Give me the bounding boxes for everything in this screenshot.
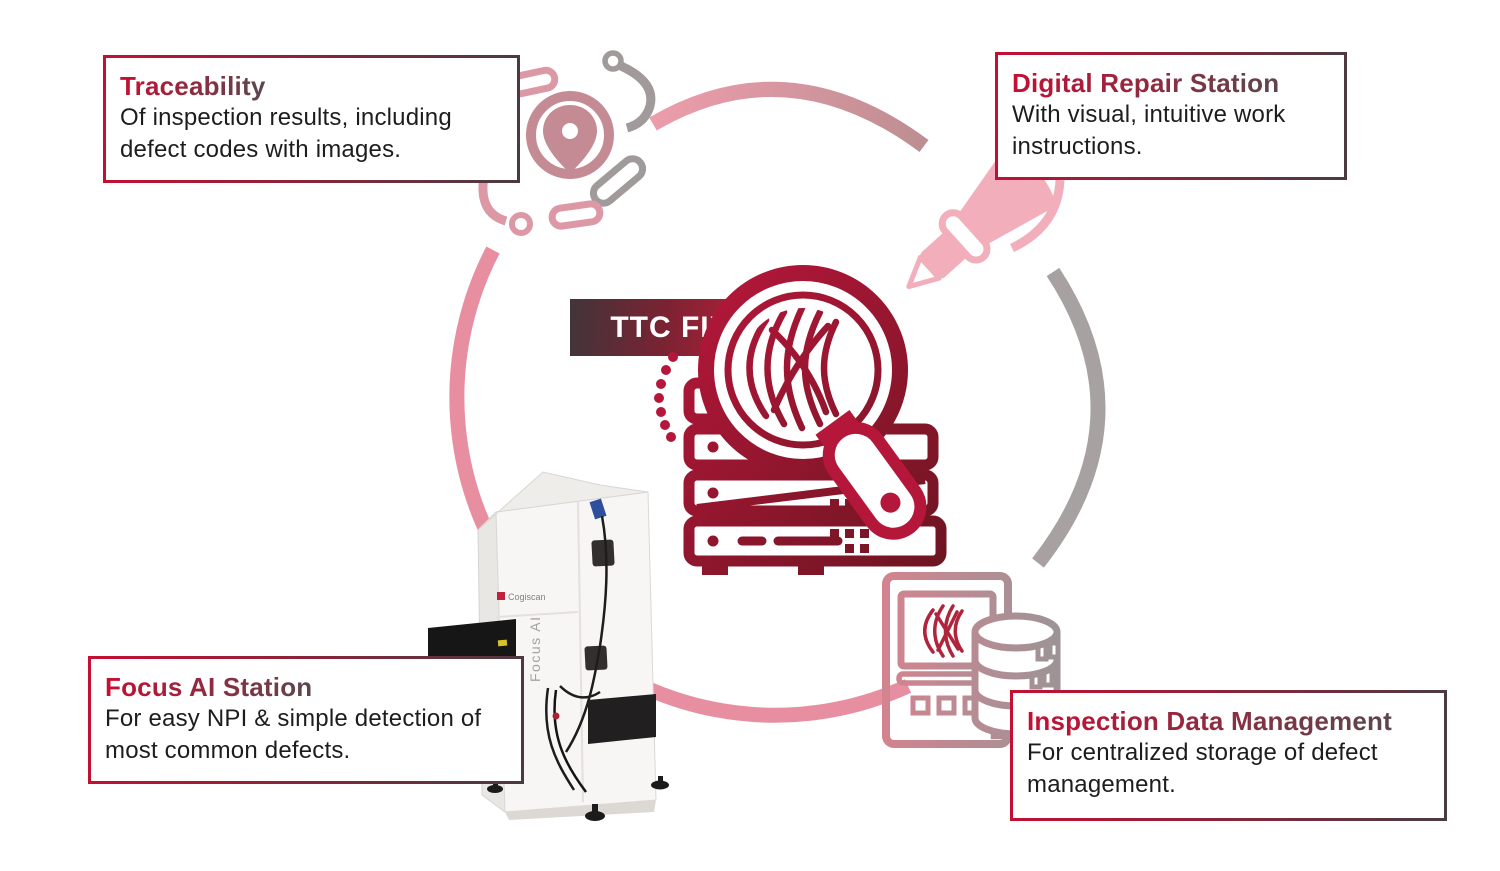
cycle-arc-top — [649, 81, 929, 153]
machine-feet — [487, 776, 669, 821]
machine-brand-label: Cogiscan — [508, 592, 546, 602]
dotted-arc — [654, 352, 678, 442]
server-rack-magnifier-icon — [654, 265, 947, 575]
cycle-arc-right — [1032, 267, 1106, 568]
machine-conveyor-slot — [588, 694, 656, 744]
machine-connector — [589, 498, 607, 520]
callout-inspection-data-management: Inspection Data Management For centraliz… — [1010, 690, 1447, 821]
callout-title: Inspection Data Management — [1027, 706, 1392, 736]
callout-traceability: Traceability Of inspection results, incl… — [103, 55, 520, 183]
callout-body: Of inspection results, including defect … — [120, 104, 452, 163]
machine-model-label: Focus AI — [527, 616, 543, 682]
callout-body: For easy NPI & simple detection of most … — [105, 705, 482, 764]
machine-handle — [584, 645, 608, 671]
coil-logo-small — [923, 604, 964, 658]
cogiscan-logo-mark — [497, 592, 505, 600]
callout-title: Digital Repair Station — [1012, 68, 1280, 98]
callout-title: Traceability — [120, 71, 266, 101]
callout-title: Focus AI Station — [105, 672, 313, 702]
callout-body: With visual, intuitive work instructions… — [1012, 101, 1286, 160]
coil-logo — [746, 308, 840, 432]
callout-focus-ai-station: Focus AI Station For easy NPI & simple d… — [88, 656, 524, 784]
callout-digital-repair-station: Digital Repair Station With visual, intu… — [995, 52, 1347, 180]
machine-handle — [591, 539, 615, 567]
magnifier-handle — [822, 421, 927, 540]
callout-body: For centralized storage of defect manage… — [1027, 739, 1378, 798]
